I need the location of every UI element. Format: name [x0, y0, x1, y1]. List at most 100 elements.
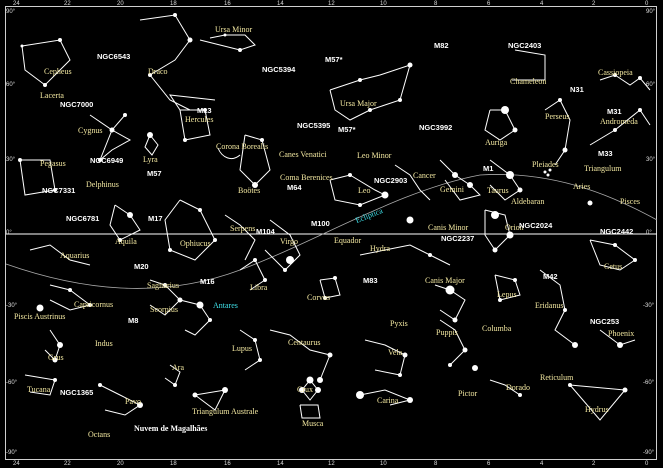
ecliptic-curve	[5, 174, 658, 289]
constellation-label: Equador	[334, 236, 362, 245]
dec-tick-right: 90°	[646, 9, 656, 15]
ra-tick: 4	[540, 1, 544, 7]
object-label: NGC7000	[60, 100, 94, 109]
constellation-label: Corvus	[307, 293, 331, 302]
constellation-label: Pavo	[125, 397, 141, 406]
object-label: NGC7331	[42, 186, 76, 195]
constellation-label: Phoenix	[608, 329, 635, 338]
libra-lines	[239, 259, 266, 291]
constellation-label: Pegasus	[40, 159, 66, 168]
constellation-label: Pisces	[620, 197, 640, 206]
object-label: M33	[598, 149, 613, 158]
ra-tick: 18	[170, 1, 177, 7]
object-label: M104	[256, 227, 275, 236]
constellation-label: Crux	[297, 385, 313, 394]
object-label: M57*	[325, 55, 343, 64]
object-label: NGC2442	[600, 227, 634, 236]
object-label: M64	[287, 183, 302, 192]
constellation-label: Columba	[482, 324, 512, 333]
lupus-lines	[239, 329, 261, 371]
ara-lines	[164, 364, 181, 386]
constellation-label: Cassiopeia	[598, 68, 633, 77]
dec-tick-left: -90°	[6, 450, 18, 456]
constellation-label: Virgo	[280, 237, 299, 246]
puppis-lines	[439, 319, 466, 366]
cetus-lines	[589, 239, 636, 271]
grus-lines	[44, 329, 61, 361]
constellation-label: Capricornus	[74, 300, 114, 309]
constellation-label: Lepus	[497, 290, 517, 299]
constellation-label: Vela	[388, 348, 403, 357]
ra-tick: 6	[487, 1, 491, 7]
constellation-label: Andromeda	[600, 117, 638, 126]
canis-major-lines	[434, 284, 466, 321]
orion-lines	[484, 209, 511, 251]
object-label: NGC2403	[508, 41, 542, 50]
constellation-label: Scorpius	[150, 305, 178, 314]
corona-borealis-lines	[217, 147, 241, 159]
ra-tick-bottom: 2	[592, 461, 596, 467]
constellation-label: Grus	[48, 353, 64, 362]
object-label: M83	[363, 276, 378, 285]
dec-tick-left: 0°	[6, 230, 12, 236]
constellation-label: Ophiucus	[180, 239, 211, 248]
antares-label: Antares	[213, 301, 238, 310]
musca-lines	[299, 404, 321, 419]
crux-lines	[301, 379, 319, 401]
object-label: M8	[128, 316, 139, 325]
constellation-label: Draco	[148, 67, 168, 76]
gemini-lines	[439, 159, 481, 201]
constellation-label: Musca	[302, 419, 324, 428]
constellation-label: Leo Minor	[357, 151, 392, 160]
constellation-label: Sagitarius	[147, 281, 179, 290]
object-label: NGC6543	[97, 52, 131, 61]
constellation-label: Aquila	[115, 237, 137, 246]
constellation-label: Octans	[88, 430, 111, 439]
constellation-label: Cepheus	[44, 67, 72, 76]
constellation-label: Taurus	[487, 186, 509, 195]
constellation-label: Tucana	[27, 385, 51, 394]
ra-tick-bottom: 20	[117, 461, 124, 467]
ra-tick-bottom: 10	[380, 461, 387, 467]
constellation-label: Hydrus	[585, 405, 609, 414]
constellation-label: Hercules	[185, 115, 214, 124]
constellation-label: Indus	[95, 339, 113, 348]
ra-tick-bottom: 12	[328, 461, 335, 467]
constellation-label: Cygnus	[78, 126, 103, 135]
ra-tick-bottom: 6	[487, 461, 491, 467]
draco-lines	[139, 14, 191, 111]
constellation-label: Auriga	[485, 138, 508, 147]
dorado-lines	[489, 379, 521, 396]
ursa-minor-lines	[199, 34, 256, 51]
dec-tick-right: -90°	[643, 450, 655, 456]
map-frame	[5, 6, 657, 460]
hydrus-lines	[569, 384, 626, 421]
constellation-label: Lacerta	[40, 91, 64, 100]
object-label: NGC2237	[441, 234, 475, 243]
constellation-label: Triangulum Australe	[192, 407, 259, 416]
tucana-lines	[24, 374, 56, 396]
hydra-lines	[359, 244, 451, 266]
object-label: M1	[483, 164, 494, 173]
triangulum-australe-lines	[194, 389, 226, 411]
constellation-label: Aquarius	[60, 251, 90, 260]
cepheus-lines	[21, 39, 71, 86]
cygnus-lines	[89, 114, 132, 161]
object-label: M17	[148, 214, 163, 223]
object-label: NGC6781	[66, 214, 100, 223]
constellation-label: Centaurus	[288, 338, 321, 347]
stars	[18, 13, 642, 408]
corvus-lines	[319, 277, 341, 299]
object-label: N31	[570, 85, 584, 94]
object-label: M82	[434, 41, 449, 50]
constellation-label: Perseus	[545, 112, 570, 121]
serpens-lines	[224, 214, 256, 261]
ra-tick-bottom: 24	[13, 461, 20, 467]
ra-tick-bottom: 0	[645, 461, 649, 467]
object-label: NGC5395	[297, 121, 331, 130]
ra-tick: 16	[224, 1, 231, 7]
ra-tick: 22	[64, 1, 71, 7]
constellation-label: Chameleon	[510, 77, 547, 86]
